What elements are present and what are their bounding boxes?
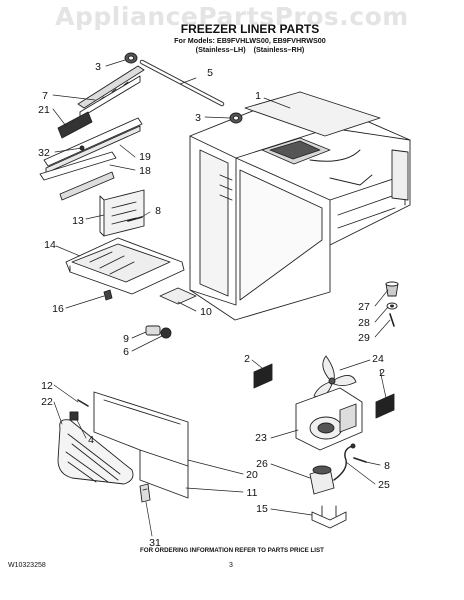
callout-26: 26 (256, 458, 268, 470)
grille-part (57, 419, 134, 485)
callout-27: 27 (358, 301, 370, 313)
wire-harness-part (333, 443, 356, 481)
fan-blade-part (313, 355, 357, 398)
washer-part (386, 302, 398, 310)
callout-5: 5 (207, 67, 213, 79)
screw-part (77, 399, 89, 407)
pad-part (159, 287, 197, 305)
callout-6: 6 (123, 346, 129, 358)
knob-part (385, 281, 399, 297)
roller-part (145, 325, 172, 339)
callout-29: 29 (358, 332, 370, 344)
callout-21: 21 (38, 104, 50, 116)
screw-part (127, 216, 143, 222)
callout-3: 3 (195, 112, 201, 124)
callout-22: 22 (41, 396, 53, 408)
gasket-part (253, 363, 273, 389)
callout-23: 23 (255, 432, 267, 444)
callout-28: 28 (358, 317, 370, 329)
callout-12: 12 (41, 380, 53, 392)
callout-15: 15 (256, 503, 268, 515)
ordering-note: FOR ORDERING INFORMATION REFER TO PARTS … (140, 547, 324, 554)
leader-lines (52, 59, 391, 537)
callout-9: 9 (123, 333, 129, 345)
callout-32: 32 (38, 147, 50, 159)
callout-10: 10 (200, 306, 212, 318)
model-list: For Models: EB9FVHLWS00, EB9FVHRWS00 (St… (140, 36, 360, 54)
watermark: AppliancePartsPros.com (55, 2, 409, 31)
motor-bracket-part (311, 505, 347, 529)
callout-24: 24 (372, 353, 384, 365)
freezer-pan-part (65, 237, 185, 295)
clip-part (139, 483, 151, 503)
callout-20: 20 (246, 469, 258, 481)
upper-slide-rail-part (77, 65, 145, 119)
bushing-part (124, 52, 138, 64)
page-title: FREEZER LINER PARTS (180, 22, 320, 36)
clip-part (103, 289, 113, 301)
callout-3: 3 (95, 61, 101, 73)
gasket-part (375, 393, 395, 419)
callout-25: 25 (378, 479, 390, 491)
callout-14: 14 (44, 239, 56, 251)
rail-bracket-part (57, 111, 93, 139)
callout-18: 18 (139, 165, 151, 177)
screw-part (389, 313, 395, 327)
fan-motor-part (309, 465, 335, 495)
model-variants: (Stainless–LH) (Stainless–RH) (195, 45, 305, 54)
model-numbers: For Models: EB9FVHLWS00, EB9FVHRWS00 (174, 36, 326, 45)
callout-13: 13 (72, 215, 84, 227)
screw-part (353, 457, 367, 463)
callout-8: 8 (155, 205, 161, 217)
bushing-part (229, 112, 243, 124)
callout-1: 1 (255, 90, 261, 102)
callout-11: 11 (247, 487, 258, 499)
rear-cover-part (93, 391, 189, 499)
callout-8: 8 (384, 460, 390, 472)
callout-2: 2 (244, 353, 250, 365)
callout-19: 19 (139, 151, 151, 163)
slide-rail-part (43, 117, 143, 174)
callout-16: 16 (52, 303, 64, 315)
callout-4: 4 (88, 434, 94, 446)
clip-part (69, 411, 79, 421)
callout-2: 2 (379, 367, 385, 379)
drawer-bracket-part (99, 189, 145, 237)
document-number: W10323258 (8, 562, 46, 569)
callout-31: 31 (149, 537, 161, 549)
slide-rail-part (39, 151, 117, 201)
freezer-liner-part (189, 91, 411, 321)
page-number: 3 (229, 562, 233, 569)
fan-housing-part (295, 387, 363, 451)
callout-7: 7 (42, 90, 48, 102)
